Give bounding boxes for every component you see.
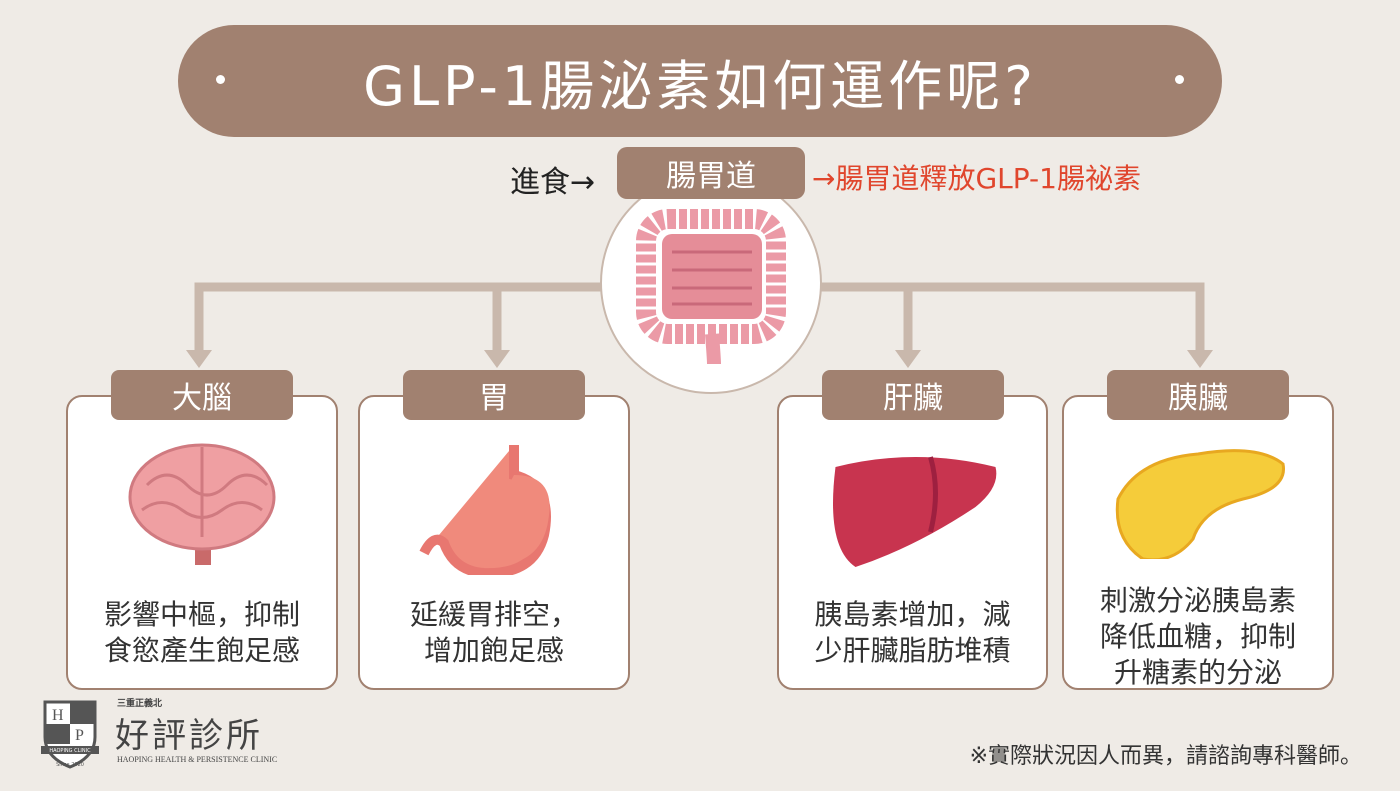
card-liver: 胰島素增加，減 少肝臟脂肪堆積 — [777, 395, 1048, 690]
bullet-dot — [216, 75, 225, 84]
logo-english: HAOPING HEALTH & PERSISTENCE CLINIC — [117, 755, 278, 764]
desc-line: 升糖素的分泌 — [1113, 656, 1282, 689]
desc-line: 影響中樞，抑制 — [103, 598, 300, 631]
desc-line: 延緩胃排空， — [409, 598, 578, 631]
logo-subtitle: 三重正義北 — [117, 699, 163, 709]
tab-liver: 肝臟 — [822, 370, 1004, 420]
arrow-icon — [895, 350, 921, 368]
svg-text:Since 2020: Since 2020 — [56, 762, 84, 768]
desc-line: 增加飽足感 — [423, 634, 564, 667]
stomach-icon — [419, 445, 551, 575]
arrow-icon — [186, 350, 212, 368]
desc-line: 降低血糖，抑制 — [1099, 620, 1296, 653]
card-pancreas: 刺激分泌胰島素 降低血糖，抑制 升糖素的分泌 — [1062, 395, 1334, 690]
gut-label: 腸胃道 — [617, 147, 805, 199]
svg-text:P: P — [75, 727, 84, 744]
desc-line: 刺激分泌胰島素 — [1099, 584, 1296, 617]
arrow-icon — [484, 350, 510, 368]
pancreas-icon — [1115, 449, 1285, 559]
title-text: GLP-1腸泌素如何運作呢? — [363, 54, 1037, 118]
clinic-logo: H P HAOPING CLINIC Since 2020 三重正義北 好評診所… — [35, 694, 305, 774]
logo-name: 好評診所 — [115, 716, 263, 756]
bullet-dot — [1175, 75, 1184, 84]
release-text: →腸胃道釋放GLP-1腸祕素 — [812, 162, 1141, 195]
brain-icon — [128, 443, 276, 565]
svg-text:HAOPING CLINIC: HAOPING CLINIC — [49, 748, 91, 754]
card-brain: 影響中樞，抑制 食慾產生飽足感 — [66, 395, 338, 690]
disclaimer-note: ※實際狀況因人而異，請諮詢專科醫師。 — [969, 744, 1362, 769]
tab-brain: 大腦 — [111, 370, 293, 420]
intestine-icon — [636, 209, 786, 365]
arrow-icon — [1187, 350, 1213, 368]
desc-line: 少肝臟脂肪堆積 — [814, 634, 1011, 667]
intestine-circle — [600, 172, 822, 394]
tab-pancreas: 胰臟 — [1107, 370, 1289, 420]
card-stomach: 延緩胃排空， 增加飽足感 — [358, 395, 630, 690]
tab-stomach: 胃 — [403, 370, 585, 420]
shield-logo-icon: H P HAOPING CLINIC Since 2020 — [41, 700, 99, 769]
desc-line: 食慾產生飽足感 — [103, 634, 300, 667]
desc-line: 胰島素增加，減 — [814, 598, 1011, 631]
liver-icon — [832, 456, 996, 567]
svg-text:H: H — [52, 707, 64, 724]
eat-label: 進食→ — [510, 165, 596, 200]
page-title: GLP-1腸泌素如何運作呢? — [178, 25, 1222, 137]
